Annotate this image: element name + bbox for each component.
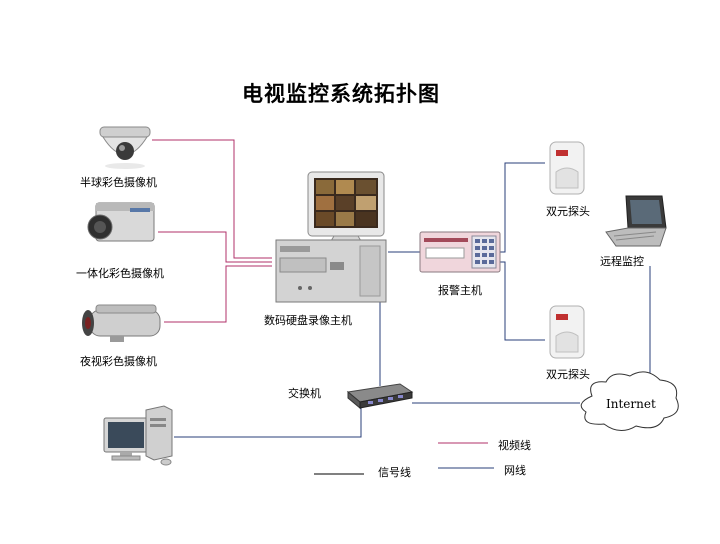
internet-cloud-icon [580,371,679,431]
dvr-host-icon [275,171,387,303]
line-alarm-detector-top [500,162,545,253]
detector-top-icon [549,141,585,195]
video-line-dome [152,139,272,259]
legend [314,442,494,475]
line-alarm-detector-bottom [500,261,545,341]
ir-camera-icon [82,304,161,342]
ir-camera-label: 夜视彩色摄像机 [80,355,157,368]
video-line-ir [164,265,272,323]
video-lines [152,139,272,323]
dome-camera-icon [99,126,151,169]
legend-signal-label: 信号线 [378,466,411,479]
diagram-title: 电视监控系统拓扑图 [242,81,440,106]
legend-video-label: 视频线 [498,439,531,452]
detector-bottom-label: 双元探头 [546,368,590,381]
laptop-icon [605,195,667,247]
dome-camera-label: 半球彩色摄像机 [80,176,157,189]
alarm-host-label: 报警主机 [438,284,482,297]
line-switch-pc [174,404,362,438]
network-lines [174,162,651,438]
switch-icon [346,383,414,410]
remote-monitor-label: 远程监控 [600,255,644,268]
pc-icon [103,405,173,466]
detector-top-label: 双元探头 [546,205,590,218]
internet-label: Internet [606,397,656,411]
video-line-box [158,231,272,263]
legend-network-label: 网线 [504,464,526,477]
detector-bottom-icon [549,305,585,359]
alarm-host-icon [419,231,501,273]
dvr-host-label: 数码硬盘录像主机 [264,314,352,327]
box-camera-label: 一体化彩色摄像机 [76,267,164,280]
box-camera-icon [87,202,155,242]
switch-label: 交换机 [288,387,321,400]
